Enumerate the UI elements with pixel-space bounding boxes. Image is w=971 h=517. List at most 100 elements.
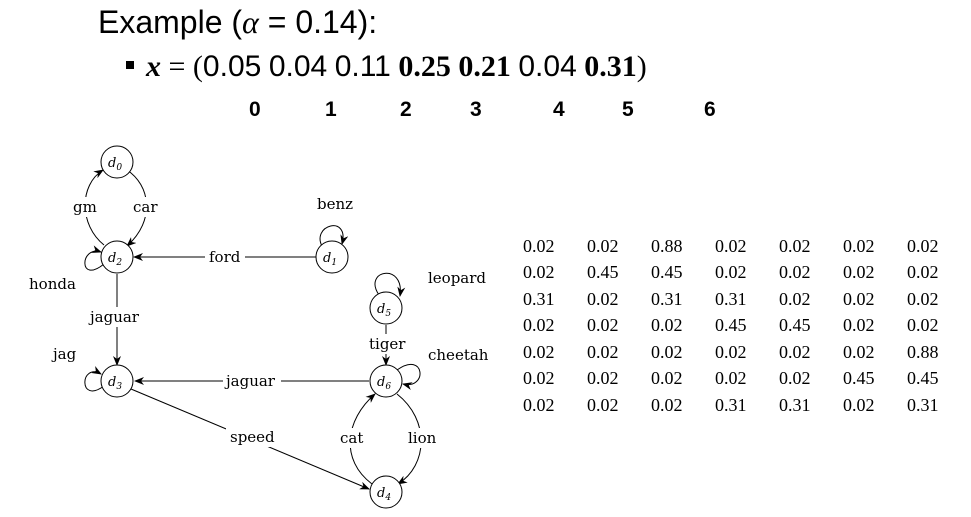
index-label-2: 2 — [400, 98, 412, 121]
matrix-cell: 0.31 — [907, 394, 939, 415]
matrix-cell: 0.02 — [907, 262, 939, 283]
node-sub-d4: 4 — [384, 493, 391, 503]
matrix-cell: 0.02 — [587, 368, 619, 389]
node-d0 — [100, 145, 134, 179]
matrix-cell: 0.02 — [651, 341, 683, 362]
node-d2 — [100, 240, 134, 274]
edge-label-lion: lion — [408, 429, 437, 447]
matrix-cell: 0.02 — [651, 315, 683, 336]
edge-cheetah — [396, 363, 421, 390]
matrix-cell: 0.02 — [907, 315, 939, 336]
vector-value-4: 0.21 — [458, 50, 511, 83]
bullet-icon — [126, 61, 134, 69]
matrix-cell: 0.02 — [779, 288, 811, 309]
index-label-0: 0 — [249, 98, 261, 121]
label-bg-gm — [70, 197, 100, 217]
edge-label-jaguar-d6-d3: jaguar — [224, 372, 276, 390]
matrix-cell: 0.02 — [587, 288, 619, 309]
matrix-cell: 0.02 — [523, 368, 555, 389]
edge-label-speed: speed — [230, 428, 275, 446]
matrix-cell: 0.02 — [843, 235, 875, 256]
matrix-cell: 0.88 — [651, 235, 683, 256]
matrix-cell: 0.31 — [651, 288, 683, 309]
edge-label-honda: honda — [29, 275, 76, 293]
node-d4 — [369, 475, 403, 509]
matrix-cell: 0.02 — [779, 262, 811, 283]
matrix-row: 0.02 0.45 0.45 0.02 0.02 0.02 0.02 — [523, 260, 971, 287]
edge-label-car: car — [133, 198, 158, 216]
edge-label-tiger: tiger — [369, 335, 406, 353]
vector-value-5: 0.04 — [518, 50, 577, 83]
matrix-cell: 0.45 — [587, 262, 619, 283]
matrix-cell: 0.02 — [587, 394, 619, 415]
index-label-5: 5 — [622, 98, 634, 121]
matrix-cell: 0.02 — [715, 341, 747, 362]
index-label-4: 4 — [553, 98, 565, 121]
matrix-cell: 0.45 — [907, 368, 939, 389]
label-bg-speed — [226, 427, 274, 447]
matrix-cell: 0.45 — [715, 315, 747, 336]
label-bg-cat — [336, 428, 366, 448]
edge-label-cat: cat — [340, 429, 363, 447]
matrix-cell: 0.02 — [523, 341, 555, 362]
matrix-cell: 0.88 — [907, 341, 939, 362]
matrix-cell: 0.02 — [523, 262, 555, 283]
transition-matrix: 0.02 0.02 0.88 0.02 0.02 0.02 0.02 0.02 … — [523, 233, 971, 419]
matrix-cell: 0.02 — [843, 315, 875, 336]
matrix-cell: 0.02 — [587, 315, 619, 336]
index-label-3: 3 — [470, 98, 482, 121]
edge-label-gm: gm — [73, 198, 97, 216]
matrix-cell: 0.02 — [779, 341, 811, 362]
matrix-cell: 0.02 — [907, 235, 939, 256]
matrix-cell: 0.02 — [587, 341, 619, 362]
node-d1 — [315, 240, 349, 274]
edge-leopard — [374, 272, 406, 297]
edge-label-jaguar-d2-d3: jaguar — [88, 308, 140, 326]
matrix-row: 0.31 0.02 0.31 0.31 0.02 0.02 0.02 — [523, 286, 971, 313]
heading-prefix: Example ( — [98, 4, 243, 40]
edge-label-benz: benz — [317, 195, 353, 213]
label-bg-lion — [404, 428, 440, 448]
edge-benz — [319, 225, 349, 249]
node-sub-d2: 2 — [115, 258, 122, 268]
edge-honda — [84, 245, 105, 271]
matrix-cell: 0.02 — [587, 235, 619, 256]
vector-line: x = (0.05 0.04 0.11 0.25 0.21 0.04 0.31) — [126, 50, 647, 84]
label-bg-jaguar-d6-d3 — [223, 371, 281, 391]
node-sub-d5: 5 — [385, 309, 391, 319]
matrix-cell: 0.02 — [523, 235, 555, 256]
matrix-cell: 0.31 — [523, 288, 555, 309]
matrix-row: 0.02 0.02 0.02 0.02 0.02 0.45 0.45 — [523, 366, 971, 393]
node-d3 — [100, 364, 134, 398]
edge-jag — [84, 366, 105, 392]
vector-value-6: 0.31 — [584, 50, 637, 83]
matrix-cell: 0.02 — [779, 368, 811, 389]
matrix-cell: 0.45 — [779, 315, 811, 336]
vector-close: ) — [636, 50, 647, 83]
alpha-symbol: α — [242, 4, 259, 40]
edge-label-jag: jag — [51, 345, 77, 363]
label-bg-tiger — [366, 334, 408, 354]
vector-value-3: 0.25 — [398, 50, 451, 83]
node-sub-d1: 1 — [331, 258, 337, 268]
matrix-cell: 0.02 — [651, 394, 683, 415]
index-label-6: 6 — [704, 98, 716, 121]
matrix-cell: 0.02 — [523, 315, 555, 336]
matrix-cell: 0.02 — [843, 341, 875, 362]
node-sub-d3: 3 — [116, 382, 122, 392]
edge-label-ford: ford — [209, 248, 241, 266]
label-bg-car — [130, 197, 160, 217]
node-sub-d0: 0 — [116, 163, 122, 173]
matrix-cell: 0.31 — [779, 394, 811, 415]
node-sub-d6: 6 — [385, 382, 391, 392]
matrix-cell: 0.02 — [779, 235, 811, 256]
matrix-row: 0.02 0.02 0.02 0.02 0.02 0.02 0.88 — [523, 339, 971, 366]
matrix-cell: 0.02 — [651, 368, 683, 389]
label-bg-ford — [205, 247, 245, 267]
node-d5 — [369, 291, 403, 325]
example-heading: Example (α = 0.14): — [98, 4, 377, 41]
matrix-cell: 0.02 — [523, 394, 555, 415]
transition-graph: d0 d1 d2 d3 d4 d5 d6 gm car benz ford ho… — [29, 145, 489, 509]
vector-var: x — [146, 50, 161, 83]
matrix-cell: 0.02 — [715, 235, 747, 256]
